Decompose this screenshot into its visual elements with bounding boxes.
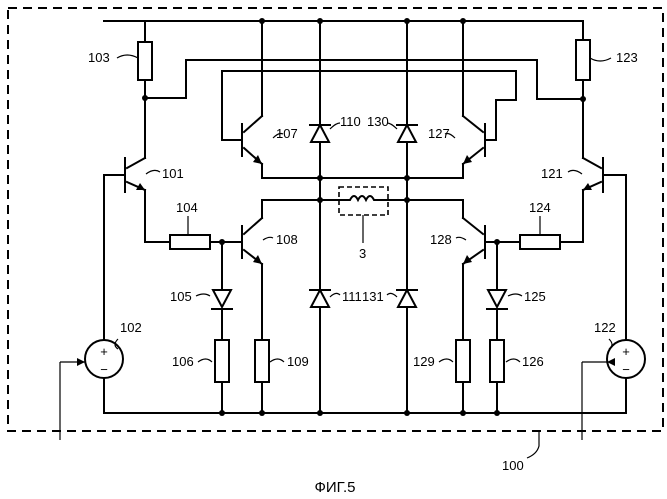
label-101: 101 [162,166,184,181]
transistor-128 [463,218,485,264]
label-124: 124 [529,200,551,215]
source-122-plus: + [622,344,630,359]
label-110: 110 [340,114,361,129]
label-load-3: 3 [359,246,366,261]
label-121: 121 [541,166,563,181]
label-129: 129 [413,354,435,369]
resistor-126 [490,340,504,382]
label-109: 109 [287,354,309,369]
label-111: 111 [342,289,362,304]
label-107: 107 [276,126,298,141]
label-125: 125 [524,289,546,304]
resistor-103 [138,42,152,80]
transistor-107 [242,116,262,164]
label-131: 131 [362,289,384,304]
label-104: 104 [176,200,198,215]
label-103: 103 [88,50,110,65]
source-102-plus: + [100,344,108,359]
diode-130 [397,125,417,142]
diode-125 [487,290,507,309]
transistor-108 [242,218,262,264]
resistor-109 [255,340,269,382]
label-102: 102 [120,320,142,335]
resistor-104 [170,235,210,249]
figure-caption: ФИГ.5 [315,479,356,496]
transistor-121 [583,158,603,192]
load-inductor [339,187,388,215]
label-108: 108 [276,232,298,247]
transistor-101 [125,158,145,192]
voltage-source-122: + − [607,340,645,378]
diode-131 [397,290,417,307]
diode-105 [212,290,232,309]
label-130: 130 [367,114,389,129]
source-102-minus: − [100,362,108,377]
diode-110 [310,125,330,142]
label-122: 122 [594,320,616,335]
label-128: 128 [430,232,452,247]
wiring [60,18,626,440]
diode-111 [310,290,330,307]
resistor-106 [215,340,229,382]
label-100: 100 [502,458,524,473]
label-123: 123 [616,50,638,65]
transistor-127 [463,116,485,164]
resistor-129 [456,340,470,382]
label-127: 127 [428,126,450,141]
source-122-minus: − [622,362,630,377]
resistor-124 [520,235,560,249]
voltage-source-102: + − [77,340,123,378]
label-105: 105 [170,289,192,304]
resistor-123 [576,40,590,80]
label-106: 106 [172,354,194,369]
label-126: 126 [522,354,544,369]
